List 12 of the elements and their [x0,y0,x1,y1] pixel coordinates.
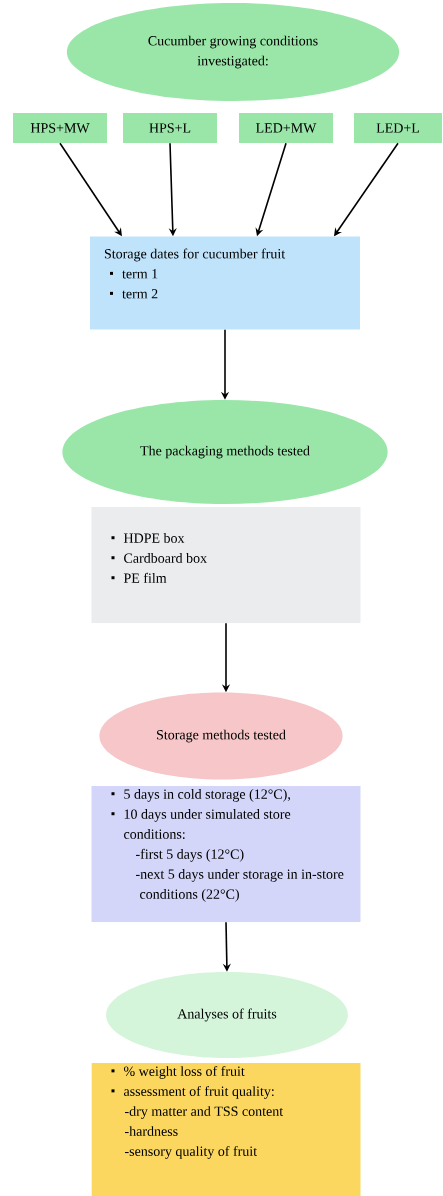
process-box: % weight loss of fruit assessment of fruit quality: -dry matter and TSS content -hardness -sensory quality of fruit [91,1063,361,1196]
condition-box: HPS+L [123,113,217,143]
ellipse-node: Storage methods tested [99,692,343,780]
ellipse-node: Cucumber growing conditions investigated: [66,3,400,101]
process-box: HDPE box Cardboard box PE film [91,507,361,623]
process-box: Storage dates for cucumber fruit term 1 term 2 [90,236,360,330]
condition-box: LED+MW [239,113,333,143]
condition-box: LED+L [354,113,442,143]
ellipse-node: Analyses of fruits [106,972,348,1058]
condition-box: HPS+MW [13,113,107,143]
process-box: 5 days in cold storage (12°C), 10 days under simulated store conditions: -first 5 days (12°C) -next 5 days under storage in in-store conditions (22°C) [91,786,361,922]
ellipse-node: The packaging methods tested [62,400,388,504]
